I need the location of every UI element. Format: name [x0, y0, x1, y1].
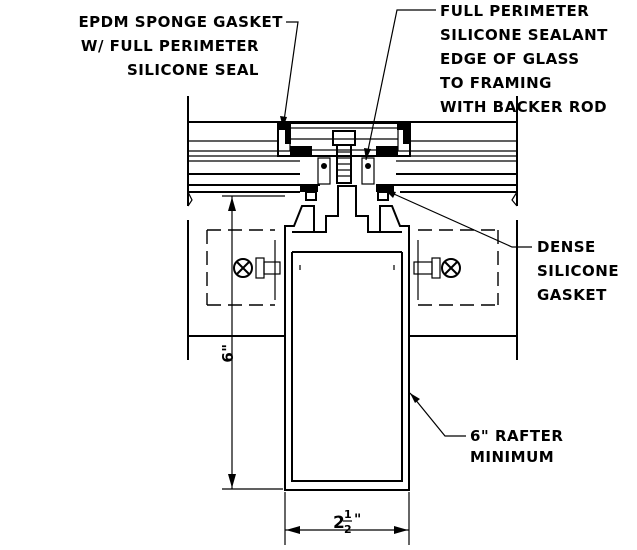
height-arrow-top: [228, 197, 236, 211]
rafter-outer: [284, 185, 410, 491]
height-arrow-bottom: [228, 474, 236, 488]
rafter-callout-line-2: MINIMUM: [470, 448, 554, 466]
right-dense-gasket: [376, 186, 394, 192]
sealant-callout-line-1: FULL PERIMETER: [440, 2, 589, 20]
dense-callout-line-3: GASKET: [537, 286, 607, 304]
dense-leader-line: [384, 189, 532, 248]
cap-outline: [277, 122, 411, 157]
rafter-callout-line-1: 6" RAFTER: [470, 427, 563, 445]
width-dimension: 2 1 2 ": [284, 492, 410, 545]
left-dense-seat: [305, 191, 317, 201]
width-numerator: 1: [344, 508, 352, 521]
glass-panels: [187, 96, 518, 207]
sealant-leader-line: [365, 9, 436, 161]
left-epdm-gasket: [290, 146, 312, 156]
height-dimension: 6": [219, 195, 285, 490]
epdm-callout-line-2: W/ FULL PERIMETER: [81, 37, 259, 55]
right-dense-seat: [377, 191, 389, 201]
epdm-gasket-callout: EPDM SPONGE GASKET W/ FULL PERIMETER SIL…: [78, 13, 299, 129]
left-backer-rod: [321, 163, 327, 169]
right-sealant: [361, 157, 375, 185]
dense-callout-line-1: DENSE: [537, 238, 596, 256]
pressure-cap: [277, 122, 411, 201]
width-whole: 2: [333, 513, 345, 533]
right-purlin: [409, 220, 518, 360]
left-cap-gasket: [279, 124, 291, 144]
sealant-callout-line-3: EDGE OF GLASS: [440, 50, 580, 68]
width-arrow-right: [394, 526, 408, 534]
rafter-leader-line: [409, 392, 466, 437]
sealant-callout: FULL PERIMETER SILICONE SEALANT EDGE OF …: [364, 2, 608, 161]
width-inch-mark: ": [354, 512, 362, 528]
right-epdm-gasket: [376, 146, 398, 156]
left-break: [187, 191, 193, 207]
sealant-callout-line-2: SILICONE SEALANT: [440, 26, 608, 44]
sealant-callout-line-5: WITH BACKER ROD: [440, 98, 607, 116]
rafter-inner: [291, 252, 403, 482]
rafter-leader-arrow: [410, 393, 420, 403]
right-backer-rod: [365, 163, 371, 169]
rafter-callout: 6" RAFTER MINIMUM: [409, 392, 563, 466]
height-dimension-label: 6": [219, 343, 237, 362]
dense-gasket-callout: DENSE SILICONE GASKET: [384, 189, 619, 304]
bolt-head: [332, 130, 356, 146]
epdm-leader-line: [282, 21, 299, 129]
left-purlin: [187, 220, 285, 360]
width-denominator: 2: [344, 523, 352, 536]
dense-callout-line-2: SILICONE: [537, 262, 619, 280]
left-screw-icon: [233, 257, 281, 279]
left-sealant: [317, 157, 331, 185]
right-cap-gasket: [397, 124, 409, 144]
sealant-callout-line-4: TO FRAMING: [440, 74, 552, 92]
right-break: [511, 191, 518, 207]
epdm-callout-line-1: EPDM SPONGE GASKET: [78, 13, 283, 31]
left-dense-gasket: [300, 186, 318, 192]
width-arrow-left: [286, 526, 300, 534]
epdm-callout-line-3: SILICONE SEAL: [127, 61, 259, 79]
rafter-profile: [284, 185, 410, 491]
right-screw-icon: [413, 257, 461, 279]
